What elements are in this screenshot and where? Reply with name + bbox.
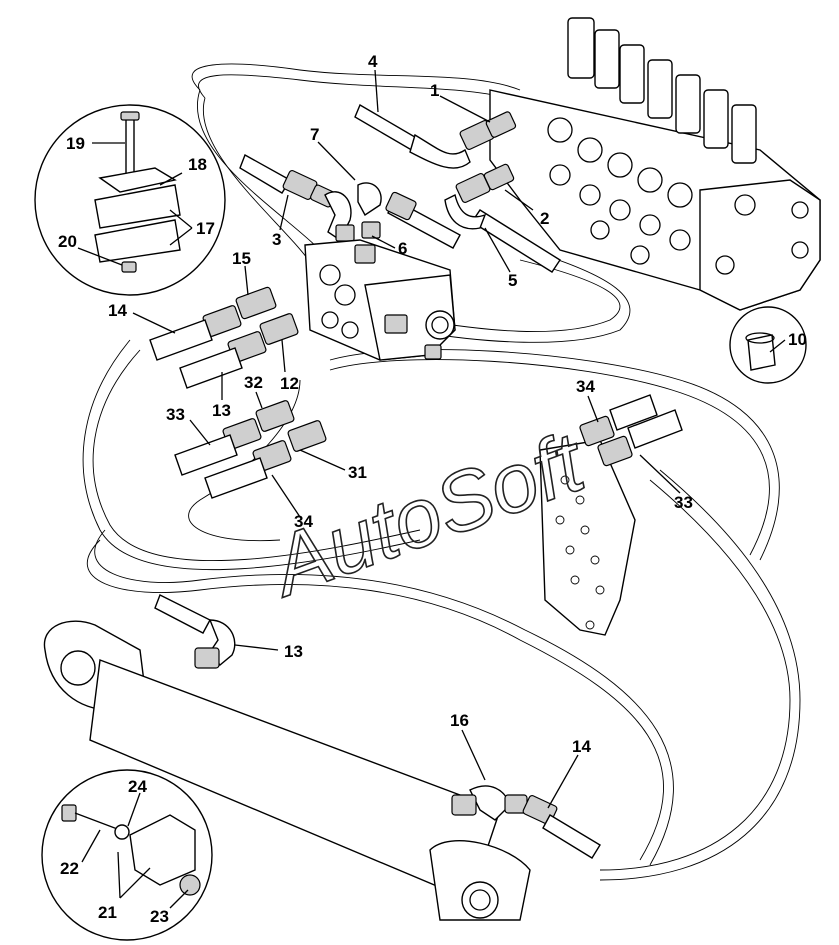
- detail-circle-clamp: [34, 104, 226, 296]
- callout-4: 4: [368, 52, 378, 71]
- hose-4-assembly: [354, 103, 517, 169]
- callout-13b: 13: [284, 642, 303, 661]
- callout-20: 20: [58, 232, 77, 251]
- callout-6: 6: [398, 239, 407, 258]
- callout-14b: 14: [572, 737, 591, 756]
- callout-31: 31: [348, 463, 367, 482]
- cylinder-elbow-16: [451, 785, 601, 859]
- tee-fitting-7: [324, 182, 382, 242]
- valve-spools: [567, 17, 757, 164]
- callout-12: 12: [280, 374, 299, 393]
- part-callouts: 19 18 17 20 4 1 7 2 3 6 5 15 14 10 12 32…: [58, 52, 807, 926]
- callout-33b: 33: [674, 493, 693, 512]
- callout-1: 1: [430, 81, 439, 100]
- callout-21: 21: [98, 903, 117, 922]
- callout-33a: 33: [166, 405, 185, 424]
- control-valve-block: [489, 17, 821, 311]
- callout-19: 19: [66, 134, 85, 153]
- callout-7: 7: [310, 125, 319, 144]
- valve-sections: [547, 117, 693, 265]
- hose-fittings-left: [149, 286, 327, 499]
- callout-24: 24: [128, 777, 147, 796]
- detail-circle-cap: [729, 306, 807, 384]
- callout-22: 22: [60, 859, 79, 878]
- hydraulic-cylinder: [43, 620, 531, 921]
- callout-13a: 13: [212, 401, 231, 420]
- callout-5: 5: [508, 271, 517, 290]
- callout-17: 17: [196, 219, 215, 238]
- leader-lines: [77, 69, 786, 909]
- hose-loops: [82, 63, 801, 881]
- manifold-block: [304, 239, 456, 361]
- callout-16: 16: [450, 711, 469, 730]
- callout-34b: 34: [294, 512, 313, 531]
- hose-fittings-right: [579, 394, 683, 467]
- hose-right-of-tee: [385, 191, 461, 249]
- detail-circle-bracket: [41, 769, 213, 941]
- callout-14a: 14: [108, 301, 127, 320]
- callout-18: 18: [188, 155, 207, 174]
- callout-23: 23: [150, 907, 169, 926]
- callout-32: 32: [244, 373, 263, 392]
- callout-15: 15: [232, 249, 251, 268]
- cylinder-hose-13: [154, 594, 236, 669]
- callout-34a: 34: [576, 377, 595, 396]
- callout-10: 10: [788, 330, 807, 349]
- hose-5-assembly: [444, 163, 561, 273]
- callout-3: 3: [272, 230, 281, 249]
- callout-2: 2: [540, 209, 549, 228]
